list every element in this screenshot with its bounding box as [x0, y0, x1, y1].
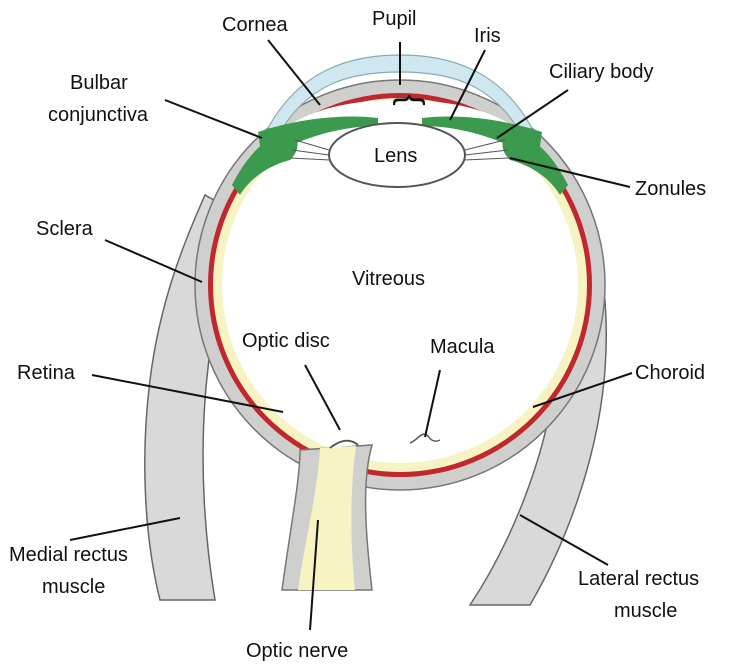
label-lateral-line1: Lateral rectus — [578, 568, 699, 590]
pupil-brace: { — [392, 94, 430, 105]
label-macula: Macula — [430, 336, 495, 358]
leader-bulbar — [165, 100, 262, 138]
label-iris: Iris — [474, 25, 501, 47]
label-zonules: Zonules — [635, 178, 706, 200]
label-bulbar-line1: Bulbar — [70, 72, 128, 94]
label-optic-nerve: Optic nerve — [246, 640, 348, 662]
label-retina: Retina — [17, 362, 76, 384]
label-vitreous: Vitreous — [352, 268, 425, 290]
label-cornea: Cornea — [222, 14, 288, 36]
label-medial-line2: muscle — [42, 576, 105, 598]
label-bulbar-line2: conjunctiva — [48, 104, 149, 126]
label-lateral-line2: muscle — [614, 600, 677, 622]
label-medial-line1: Medial rectus — [9, 544, 128, 566]
label-choroid: Choroid — [635, 362, 705, 384]
label-sclera: Sclera — [36, 218, 94, 240]
label-optic-disc: Optic disc — [242, 330, 330, 352]
label-pupil: Pupil — [372, 8, 416, 30]
label-ciliary-body: Ciliary body — [549, 61, 653, 83]
label-lens: Lens — [374, 145, 417, 167]
